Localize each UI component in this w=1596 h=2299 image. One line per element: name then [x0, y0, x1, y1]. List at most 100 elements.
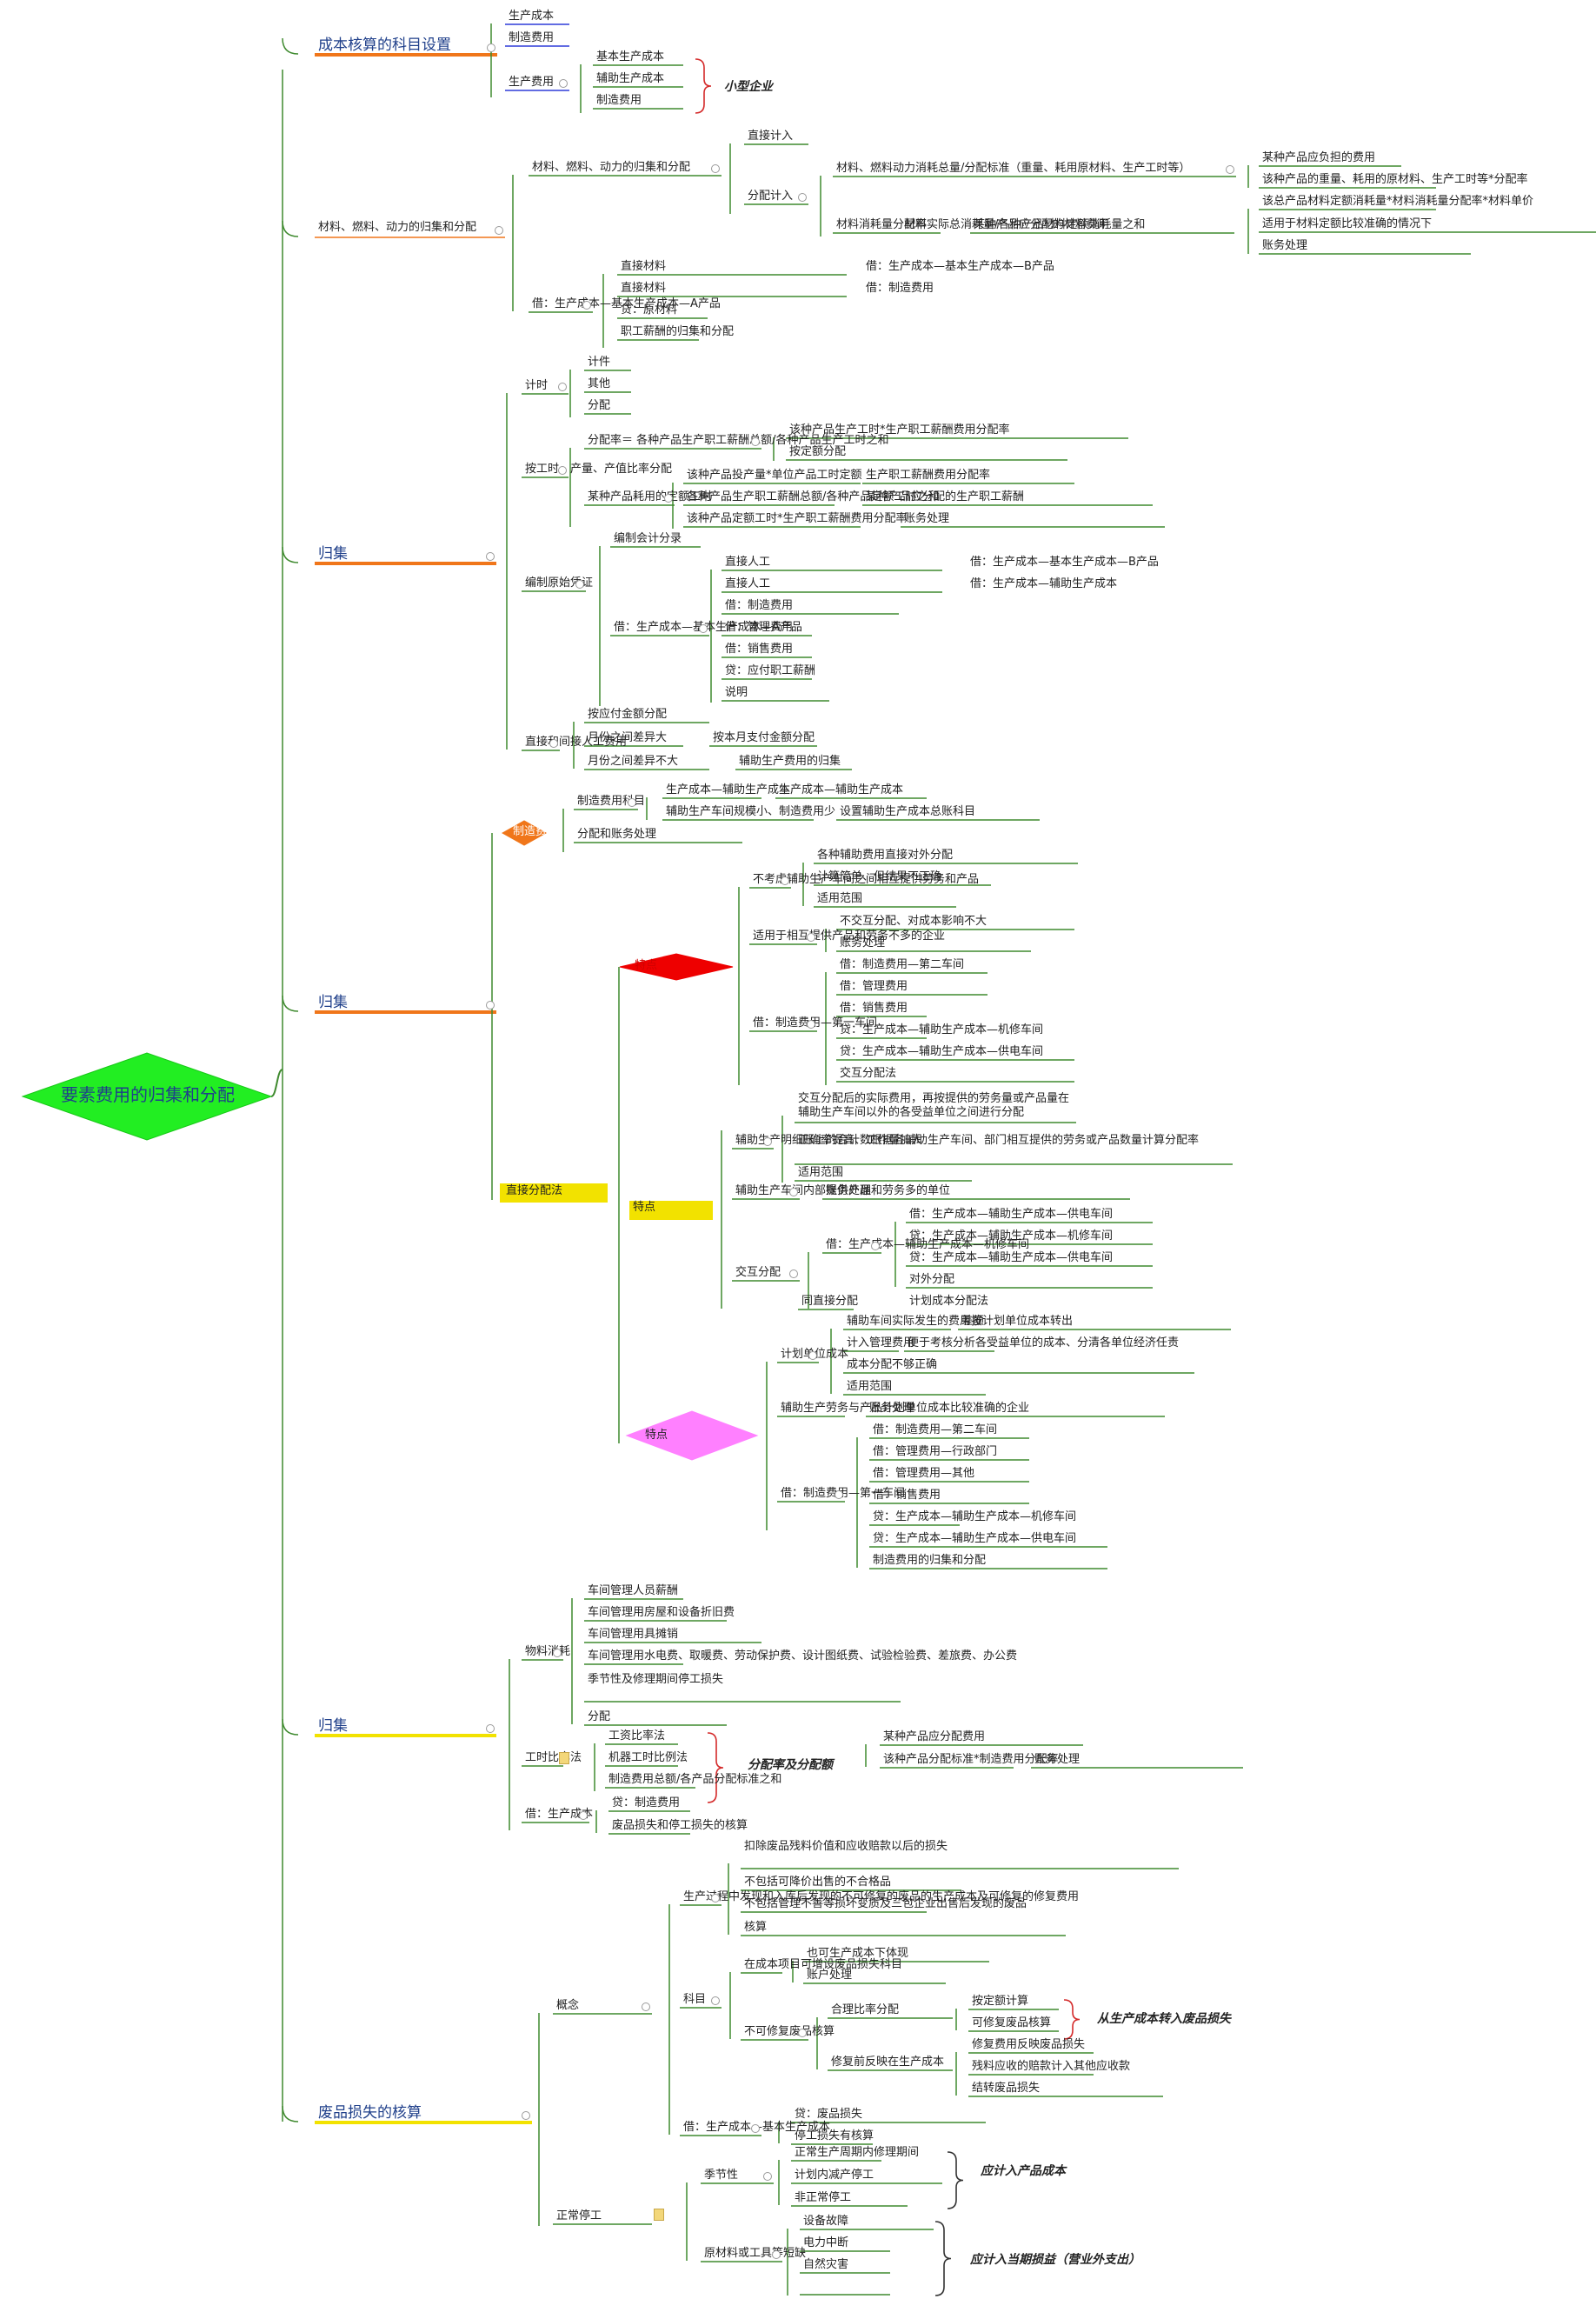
node-label: 账务处理 [869, 1402, 915, 1415]
collapse-toggle-icon[interactable] [642, 2002, 650, 2011]
node-label: 账务处理 [840, 936, 886, 950]
collapse-toggle-icon[interactable] [522, 2111, 530, 2120]
collapse-toggle-icon[interactable] [579, 1811, 588, 1820]
collapse-toggle-icon[interactable] [789, 1269, 798, 1278]
collapse-toggle-icon[interactable] [763, 1137, 772, 1146]
node-label: 适用范围 [847, 1380, 893, 1393]
node-label: 直接材料 [621, 282, 667, 295]
node-label: 正确率提高、工作量加大 [798, 1134, 923, 1147]
branch-auxiliary: 归集 [318, 994, 348, 1011]
collapse-toggle-icon[interactable] [798, 2029, 807, 2037]
node-label: 辅助车间实际发生的费用按计划单位成本转出 [847, 1315, 1074, 1328]
node-label: 科目 [683, 1993, 707, 2006]
collapse-toggle-icon[interactable] [798, 193, 807, 202]
collapse-toggle-icon[interactable] [751, 437, 760, 446]
node-label: 辅助生产费用的归集 [739, 755, 841, 768]
node-label: 说明 [725, 686, 748, 699]
collapse-toggle-icon[interactable] [871, 1242, 880, 1250]
collapse-toggle-icon[interactable] [495, 226, 503, 235]
node-label: 借：制造费用—第二车间 [873, 1423, 998, 1436]
note-from-cost: 从生产成本转入废品损失 [1097, 2012, 1231, 2026]
node-label: 计算简单、但结果不正确 [817, 870, 942, 883]
collapse-toggle-icon[interactable] [789, 1188, 798, 1196]
collapse-toggle-icon[interactable] [559, 79, 568, 88]
node-label: 某种产品应分配的材料费用 [974, 218, 1110, 231]
node-label: 也可生产成本下体现 [807, 1947, 909, 1960]
collapse-toggle-icon[interactable] [549, 739, 558, 748]
node-label: 生产成本 [509, 10, 555, 23]
node-label: 该总产品材料定额消耗量*材料消耗量分配率*材料单价 [1262, 195, 1534, 208]
collapse-toggle-icon[interactable] [553, 1649, 562, 1657]
node-label: 账务处理 [1034, 1753, 1081, 1766]
node-label: 生产职工薪酬费用分配率 [866, 469, 991, 482]
collapse-toggle-icon[interactable] [808, 1351, 817, 1360]
collapse-toggle-icon[interactable] [711, 1996, 720, 2005]
node-label: 辅助生产成本 [596, 72, 665, 85]
node-label: 对外分配 [909, 1273, 955, 1286]
node-label: 合理比率分配 [831, 2003, 900, 2016]
node-label: 直接材料 [621, 260, 667, 273]
collapse-toggle-icon[interactable] [711, 164, 720, 173]
collapse-toggle-icon[interactable] [582, 301, 591, 310]
node-label: 在成本项目可增设废品损失科目 [744, 1958, 903, 1971]
node-label: 正常停工 [556, 2209, 602, 2222]
node-label: 直接人工 [725, 577, 771, 590]
collapse-toggle-icon[interactable] [772, 2250, 781, 2259]
node-label: 适用范围 [817, 892, 863, 905]
node-label: 借：生产成本—基本生产成本—A产品 [614, 621, 802, 634]
group-brace [707, 1732, 724, 1803]
memo-icon [654, 2209, 664, 2221]
node-label: 材料实际总消耗量/各种产品材料定额消耗量之和 [904, 218, 1146, 231]
collapse-toggle-icon[interactable] [699, 624, 708, 633]
node-label: 便于考核分析各受益单位的成本、分清各单位经济任责 [908, 1336, 1180, 1349]
node-label: 计件 [588, 356, 611, 369]
node-label: 借：制造费用 [725, 599, 794, 612]
collapse-toggle-icon[interactable] [835, 1490, 843, 1499]
node-label: 计时 [525, 379, 549, 392]
node-label: 特点 [645, 1429, 668, 1442]
memo-icon [559, 1752, 569, 1764]
collapse-toggle-icon[interactable] [628, 798, 636, 807]
node-label: 其他 [588, 377, 611, 390]
node-label: 借：管理费用—行政部门 [873, 1445, 998, 1458]
node-label: 成本分配不够正确 [847, 1358, 938, 1371]
node-label: 原材料或工具等短缺 [704, 2247, 807, 2260]
collapse-toggle-icon[interactable] [781, 876, 789, 885]
node-label: 该种产品投产量*单位产品工时定额 [687, 469, 862, 482]
node-label: 某种产品应负担的费用 [1262, 151, 1376, 164]
node-label: 按应付金额分配 [588, 708, 668, 721]
node-label: 某种产品耗用的定额工时 [588, 490, 713, 503]
collapse-toggle-icon[interactable] [711, 1894, 720, 1903]
node-label: 不包括可降价出售的不合格品 [744, 1876, 892, 1889]
group-brace [1063, 1999, 1081, 2040]
collapse-toggle-icon[interactable] [486, 1001, 495, 1010]
node-label: 按本月支付金额分配 [713, 731, 815, 744]
collapse-toggle-icon[interactable] [558, 466, 567, 475]
node-label: 职工薪酬的归集和分配 [621, 325, 735, 338]
root-connector [270, 1069, 283, 1097]
highlight-box [500, 1183, 608, 1203]
collapse-toggle-icon[interactable] [558, 383, 567, 391]
collapse-toggle-icon[interactable] [487, 43, 495, 52]
collapse-toggle-icon[interactable] [807, 1020, 815, 1029]
collapse-toggle-icon[interactable] [751, 2124, 760, 2133]
node-label: 辅助生产劳务与产品计划单位成本比较准确的企业 [781, 1402, 1030, 1415]
group-brace [934, 2221, 952, 2296]
node-label: 分配率＝ 各种产品生产职工薪酬总额/各种产品生产工时之和 [588, 434, 889, 447]
node-label: 计入管理费用 [847, 1336, 915, 1349]
node-label: 结转废品损失 [972, 2082, 1041, 2095]
collapse-toggle-icon[interactable] [807, 933, 815, 942]
collapse-toggle-icon[interactable] [575, 580, 584, 589]
node-label: 借：生产成本 [525, 1808, 594, 1821]
node-label: 贷：生产成本—辅助生产成本—机修车间 [909, 1229, 1114, 1243]
node-label: 制造费用总额/各产品分配标准之和 [608, 1773, 782, 1786]
root-topic: 要素费用的归集和分配 [61, 1084, 235, 1105]
collapse-toggle-icon[interactable] [1226, 165, 1234, 174]
collapse-toggle-icon[interactable] [486, 1724, 495, 1733]
node-label: 制造费用 [513, 825, 559, 838]
collapse-toggle-icon[interactable] [664, 494, 673, 503]
node-label: 自然灾害 [803, 2258, 849, 2271]
collapse-toggle-icon[interactable] [763, 2172, 772, 2181]
collapse-toggle-icon[interactable] [486, 552, 495, 561]
node-label: 工资比率法 [608, 1729, 666, 1743]
